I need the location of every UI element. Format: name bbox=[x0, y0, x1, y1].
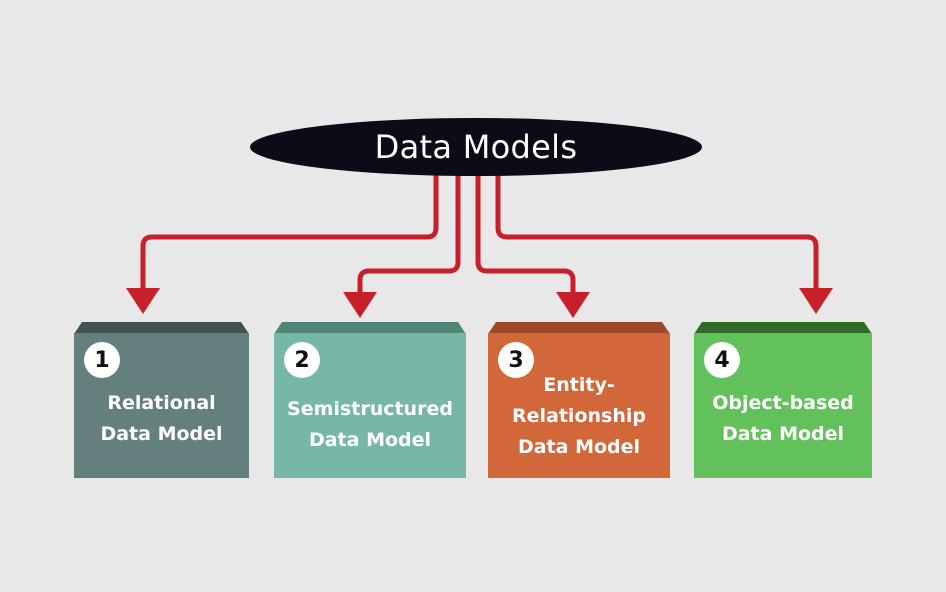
arrowhead-object-based bbox=[799, 288, 833, 314]
arrow-to-relational bbox=[140, 173, 439, 299]
label-line: Semistructured bbox=[287, 398, 453, 420]
label-line: Entity- bbox=[543, 374, 615, 396]
model-box-entity-relationship: 3 Entity- Relationship Data Model bbox=[488, 322, 670, 478]
root-label: Data Models bbox=[374, 128, 578, 166]
model-label: Object-based Data Model bbox=[694, 388, 872, 450]
label-line: Relationship bbox=[512, 405, 646, 427]
arrow-to-semistructured bbox=[357, 173, 461, 301]
number-badge: 1 bbox=[84, 342, 120, 378]
number-badge: 3 bbox=[498, 342, 534, 378]
label-line: Data Model bbox=[517, 436, 641, 458]
box-top bbox=[488, 322, 670, 334]
model-box-relational: 1 Relational Data Model bbox=[74, 322, 249, 478]
data-models-root: Data Models bbox=[250, 118, 702, 176]
model-label: Relational Data Model bbox=[74, 388, 249, 450]
model-box-semistructured: 2 Semistructured Data Model bbox=[274, 322, 466, 478]
arrow-to-entity-relationship bbox=[475, 173, 576, 301]
model-label: Entity- Relationship Data Model bbox=[488, 370, 670, 463]
arrow-to-object-based bbox=[495, 173, 819, 297]
arrowhead-semistructured bbox=[343, 292, 377, 318]
number-badge: 2 bbox=[284, 342, 320, 378]
box-top bbox=[274, 322, 466, 334]
arrowhead-entity-relationship bbox=[556, 292, 590, 318]
number-badge: 4 bbox=[704, 342, 740, 378]
box-top bbox=[74, 322, 249, 334]
label-line: Relational bbox=[107, 392, 216, 414]
label-line: Data Model bbox=[308, 429, 432, 451]
label-line: Data Model bbox=[100, 423, 223, 445]
label-line: Object-based bbox=[712, 392, 854, 414]
box-top bbox=[694, 322, 872, 334]
label-line: Data Model bbox=[721, 423, 845, 445]
model-label: Semistructured Data Model bbox=[274, 394, 466, 456]
model-box-object-based: 4 Object-based Data Model bbox=[694, 322, 872, 478]
arrowhead-relational bbox=[126, 288, 160, 314]
